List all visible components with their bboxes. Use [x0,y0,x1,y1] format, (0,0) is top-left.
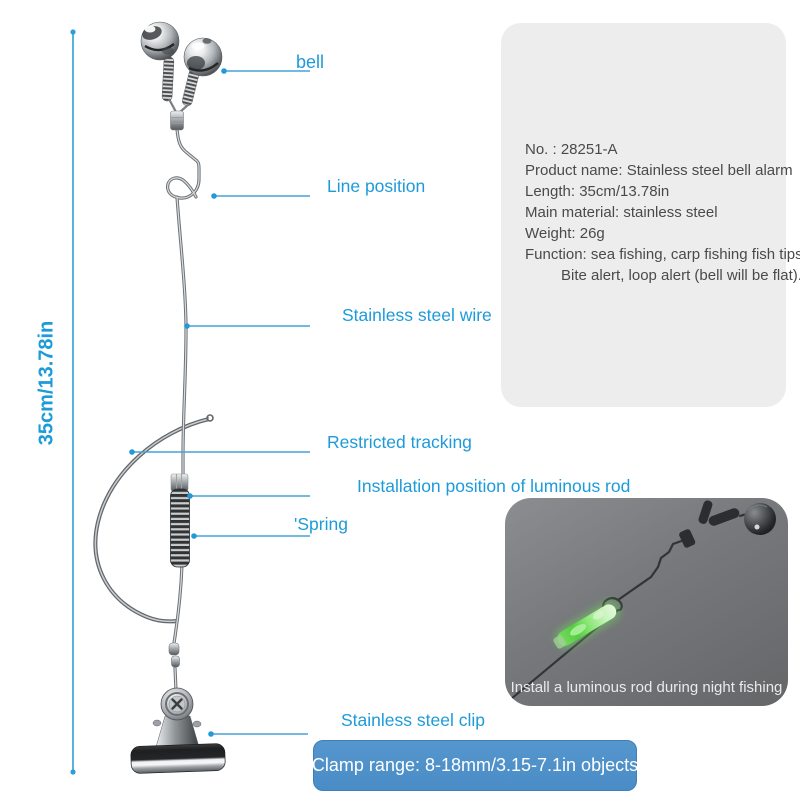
callout-line-position: Line position [327,176,426,196]
spec-line-material: Main material: stainless steel [525,204,718,221]
restricted-tracking-wire [93,414,214,624]
callout-bell: bell [296,52,325,72]
swivel-connector [168,642,180,668]
clamp-range-label: Clamp range: 8-18mm/3.15-7.1in objects [311,755,639,775]
spring-coil [170,488,190,568]
stainless-steel-clip [130,687,226,774]
callout-restricted-tracking: Restricted tracking [327,432,472,452]
night-fishing-photo: Install a luminous rod during night fish… [505,498,788,706]
spec-line-weight: Weight: 26g [525,225,605,242]
spec-line-product: Product name: Stainless steel bell alarm [525,162,793,179]
night-rig-wire [505,513,754,706]
leader-lines [129,68,310,737]
spec-box: No. : 28251-A Product name: Stainless st… [501,23,800,407]
clamp-range-banner: Clamp range: 8-18mm/3.15-7.1in objects [311,740,639,791]
callout-stainless-steel-wire: Stainless steel wire [342,305,492,325]
spec-lines: No. : 28251-A Product name: Stainless st… [525,139,800,286]
bell-springs [161,52,201,131]
bell-right [183,37,223,77]
dimension-line [70,29,76,775]
night-bell [744,503,776,535]
luminous-rod [553,600,621,649]
main-wire [165,127,201,693]
spec-line-length: Length: 35cm/13.78in [525,183,670,200]
callout-spring: 'Spring [294,514,348,534]
night-photo-caption: Install a luminous rod during night fish… [510,679,783,696]
dimension-label: 35cm/13.78in [35,320,58,446]
bell-left [140,21,180,61]
callout-stainless-steel-clip: Stainless steel clip [341,710,485,730]
spec-line-function-2: Bite alert, loop alert (bell will be fla… [561,267,800,284]
spec-line-function: Function: sea fishing, carp fishing fish… [525,246,800,263]
night-rig-ferrule [679,529,696,548]
callout-installation-position: Installation position of luminous rod [357,476,631,496]
spec-line-no: No. : 28251-A [525,141,618,158]
night-photo-art [505,500,776,706]
night-rig-arm-up [698,500,713,524]
night-rig-arm-right [708,508,740,526]
luminous-rod-sleeve [170,473,189,492]
